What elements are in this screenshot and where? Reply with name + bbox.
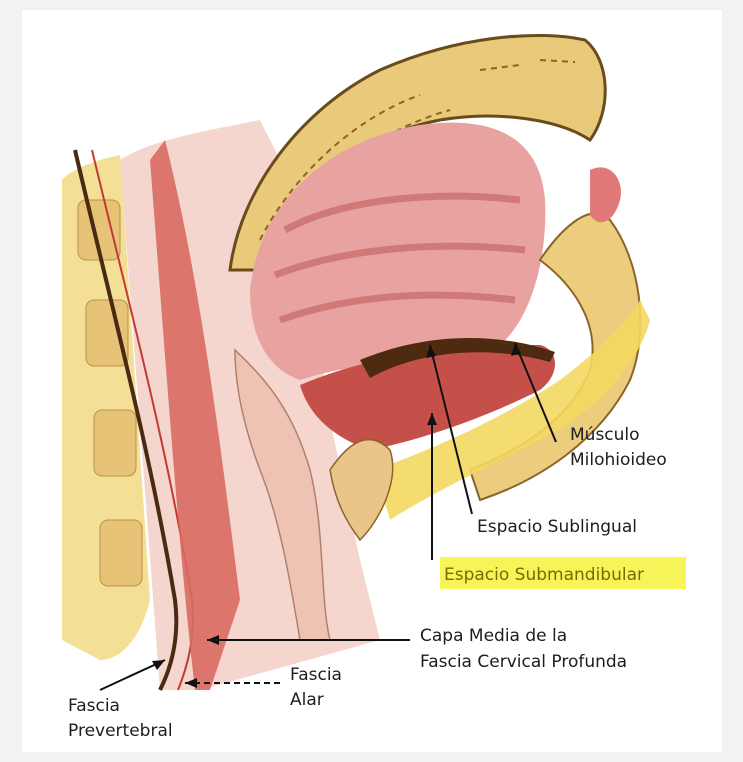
label-submandibular: Espacio Submandibular bbox=[444, 565, 644, 585]
label-alar-line2: Alar bbox=[290, 690, 324, 710]
lip bbox=[590, 167, 621, 222]
label-capa-line1: Capa Media de la bbox=[420, 626, 567, 646]
label-sublingual: Espacio Sublingual bbox=[477, 517, 637, 537]
label-prevertebral-line1: Fascia bbox=[68, 696, 120, 716]
label-capa-line2: Fascia Cervical Profunda bbox=[420, 652, 627, 672]
label-prevertebral-line2: Prevertebral bbox=[68, 721, 173, 741]
label-musculo-line1: Músculo bbox=[570, 425, 640, 445]
label-alar-line1: Fascia bbox=[290, 665, 342, 685]
label-musculo-line2: Milohioideo bbox=[570, 450, 667, 470]
